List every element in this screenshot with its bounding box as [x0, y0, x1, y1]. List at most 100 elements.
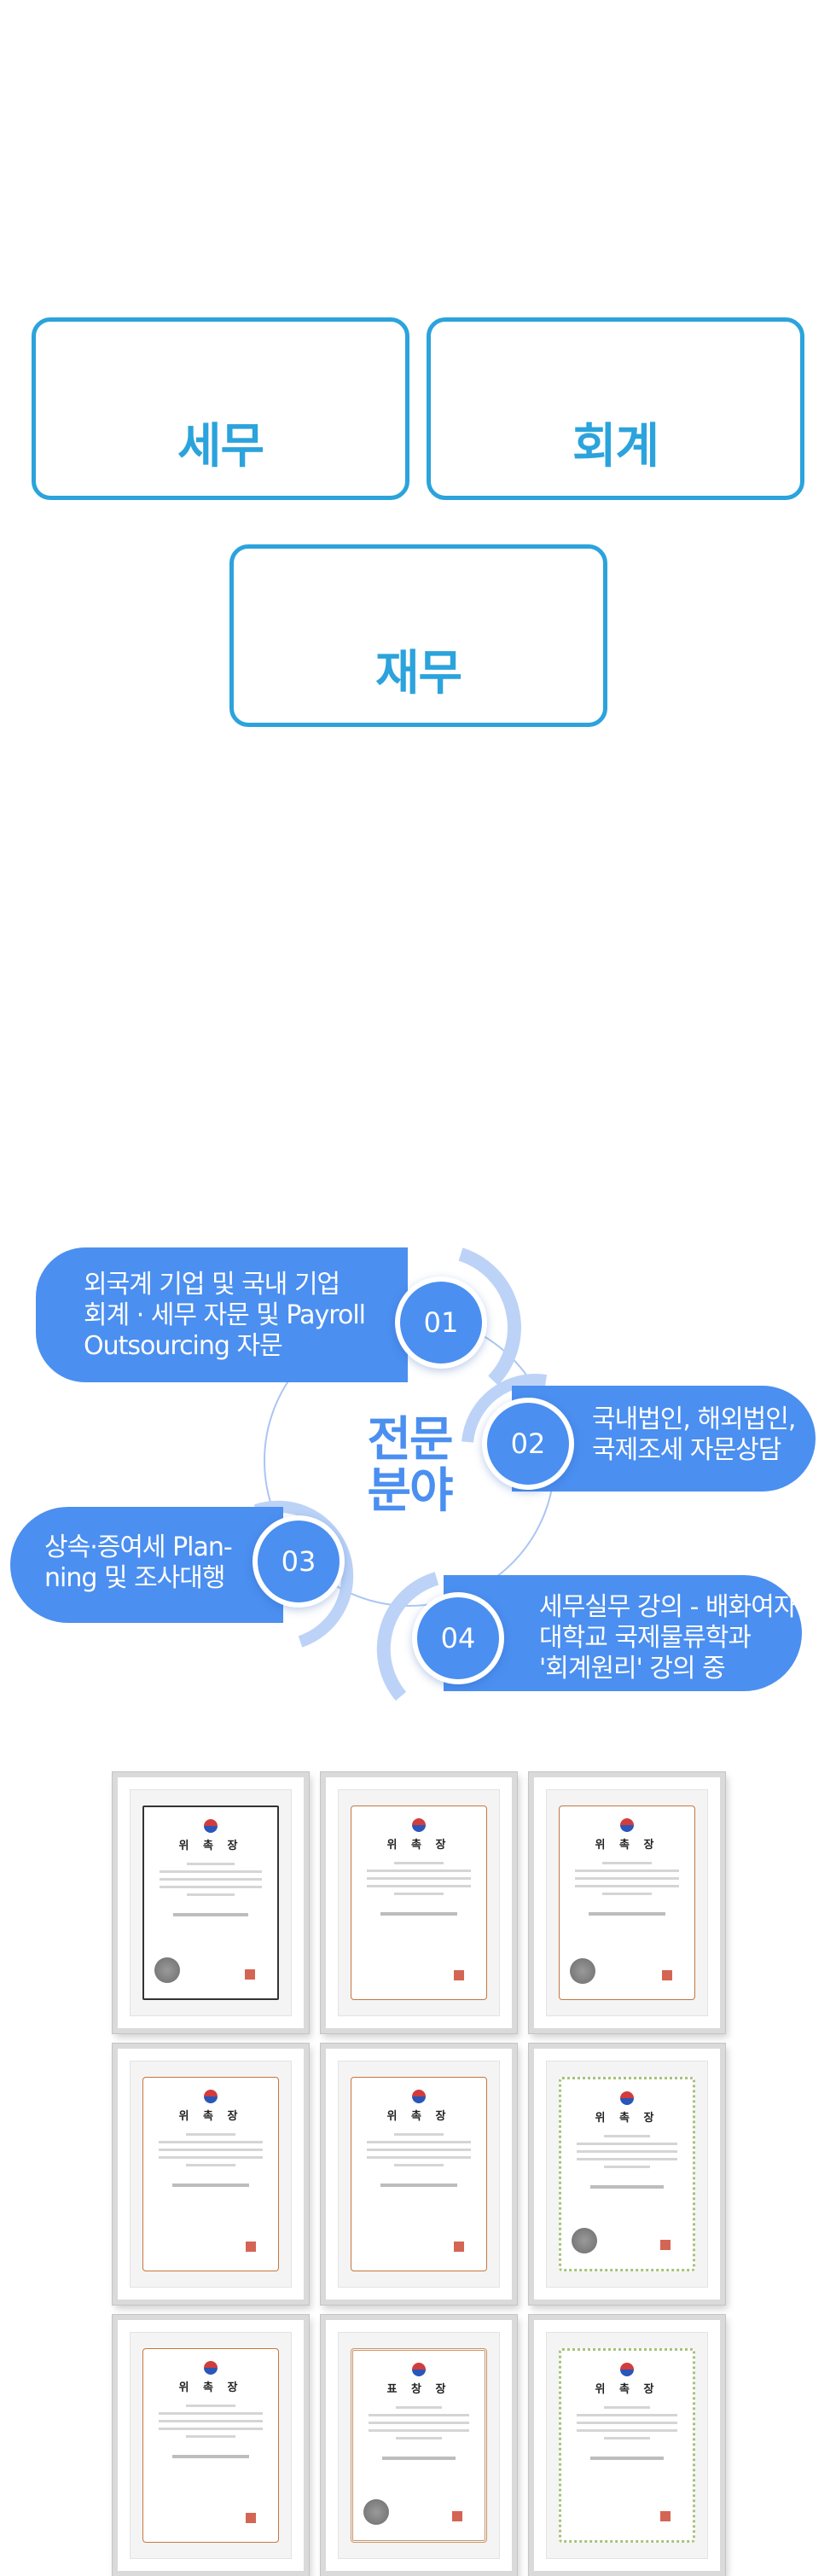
certificate-text-line [604, 2406, 650, 2409]
certificate-document: 위 촉 장 [559, 1806, 695, 2000]
certificate-signature-line [380, 1912, 457, 1916]
certificate-frame: 위 촉 장 [529, 2315, 725, 2576]
certificate-text-line [367, 2156, 471, 2159]
certificate-mat: 위 촉 장 [546, 1789, 708, 2016]
certificate-text-line [367, 1869, 471, 1872]
center-title-line: 분야 [367, 1463, 453, 1519]
expertise-item-04-line: 세무실무 강의 - 배화여자 [539, 1592, 797, 1622]
certificate-text-line [367, 2149, 471, 2151]
certificate-text-line [575, 1885, 679, 1887]
certificate-document: 위 촉 장 [142, 1806, 279, 2000]
certificate-text-line [604, 2437, 650, 2439]
national-emblem-icon [412, 2363, 426, 2376]
certificate-text-line [159, 2420, 263, 2422]
certificate-text-line [604, 2166, 650, 2168]
certificate-frame: 위 촉 장 [321, 2044, 517, 2305]
expertise-item-02-line: 국제조세 자문상담 [592, 1435, 781, 1465]
certificate-text-line [367, 1885, 471, 1887]
certificate-signature-line [590, 2185, 664, 2189]
certificate-signature-line [382, 2457, 456, 2460]
embossed-seal-icon [570, 1958, 595, 1984]
certificate-document: 위 촉 장 [142, 2077, 279, 2271]
certificate-text-line [186, 2404, 235, 2407]
national-emblem-icon [412, 1818, 426, 1832]
certificate-title: 위 촉 장 [386, 2110, 451, 2123]
service-label-accounting: 회계 [572, 419, 659, 474]
service-card-finance: 재무 [229, 544, 607, 727]
certificate-text-line [602, 1862, 652, 1864]
service-label-tax: 세무 [177, 419, 264, 474]
expertise-number-03: 03 [253, 1515, 345, 1608]
certificate-text-line [160, 1878, 262, 1881]
official-stamp-icon [246, 2242, 256, 2252]
num-04-accent-arc [376, 1572, 439, 1701]
certificate-mat: 위 촉 장 [130, 2061, 292, 2288]
certificate-frame: 위 촉 장 [113, 2315, 309, 2576]
embossed-seal-icon [154, 1957, 180, 1983]
certificate-document: 표 창 장 [351, 2348, 487, 2543]
certificate-text-line [160, 1870, 262, 1873]
official-stamp-icon [452, 2511, 462, 2521]
certificate-mat: 위 촉 장 [546, 2061, 708, 2288]
certificate-text-line [394, 1862, 444, 1864]
num-02-accent-arc [462, 1374, 548, 1443]
certificate-text-line [396, 2437, 442, 2439]
official-stamp-icon [454, 1970, 464, 1980]
certificate-document: 위 촉 장 [559, 2077, 695, 2271]
certificate-document: 위 촉 장 [351, 2077, 487, 2271]
certificate-document: 위 촉 장 [559, 2348, 695, 2543]
certificate-title: 표 창 장 [386, 2383, 451, 2396]
official-stamp-icon [246, 2513, 256, 2523]
national-emblem-icon [620, 1818, 634, 1832]
expertise-item-01-line: 외국계 기업 및 국내 기업 [84, 1270, 340, 1300]
expertise-item-04-line: 대학교 국제물류학과 [539, 1623, 752, 1653]
certificate-signature-line [172, 2455, 249, 2458]
certificate-text-line [187, 1893, 235, 1896]
certificate-text-line [367, 1877, 471, 1880]
certificate-text-line [575, 1877, 679, 1880]
certificate-mat: 위 촉 장 [130, 2332, 292, 2559]
national-emblem-icon [204, 2090, 218, 2103]
certificate-mat: 위 촉 장 [338, 2061, 500, 2288]
certificate-text-line [577, 2414, 677, 2416]
expertise-item-01: 외국계 기업 및 국내 기업 회계 · 세무 자문 및 Payroll Outs… [36, 1247, 408, 1382]
national-emblem-icon [620, 2091, 634, 2105]
certificate-text-line [577, 2422, 677, 2424]
certificate-text-line [159, 2428, 263, 2430]
certificate-text-line [160, 1886, 262, 1888]
certificate-title: 위 촉 장 [178, 2110, 243, 2123]
certificate-title: 위 촉 장 [595, 2383, 659, 2396]
certificate-frame: 위 촉 장 [529, 1772, 725, 2033]
num-01-accent-arc [458, 1247, 521, 1386]
certificate-document: 위 촉 장 [142, 2348, 279, 2543]
certificate-signature-line [380, 2183, 457, 2187]
official-stamp-icon [660, 2240, 671, 2250]
expertise-number-02: 02 [482, 1398, 574, 1490]
expertise-section: 외국계 기업 및 국내 기업 회계 · 세무 자문 및 Payroll Outs… [0, 1229, 836, 1707]
certificate-text-line [159, 2149, 263, 2151]
national-emblem-icon [204, 1819, 218, 1833]
certificate-text-line [394, 2133, 444, 2136]
embossed-seal-icon [363, 2499, 389, 2525]
certificate-text-line [577, 2429, 677, 2432]
certificate-title: 위 촉 장 [595, 1839, 659, 1852]
certificate-text-line [577, 2158, 677, 2160]
certificate-text-line [396, 2406, 442, 2409]
expertise-number-01: 01 [395, 1276, 487, 1369]
expertise-center-title: 전문 분야 [350, 1415, 469, 1517]
certificate-signature-line [589, 1912, 665, 1916]
official-stamp-icon [662, 1970, 672, 1980]
certificate-text-line [394, 1893, 444, 1895]
expertise-item-01-line: Outsourcing 자문 [84, 1331, 283, 1361]
national-emblem-icon [412, 2090, 426, 2103]
certificate-text-line [369, 2422, 469, 2424]
official-stamp-icon [245, 1969, 255, 1980]
service-label-finance: 재무 [374, 646, 462, 701]
expertise-item-04-line: '회계원리' 강의 중 [539, 1654, 726, 1683]
certificate-text-line [367, 2141, 471, 2143]
certificate-text-line [186, 2435, 235, 2438]
certificate-mat: 위 촉 장 [338, 1789, 500, 2016]
expertise-item-02-line: 국내법인, 해외법인, [592, 1404, 796, 1434]
certificate-mat: 위 촉 장 [130, 1789, 292, 2016]
certificate-text-line [602, 1893, 652, 1895]
